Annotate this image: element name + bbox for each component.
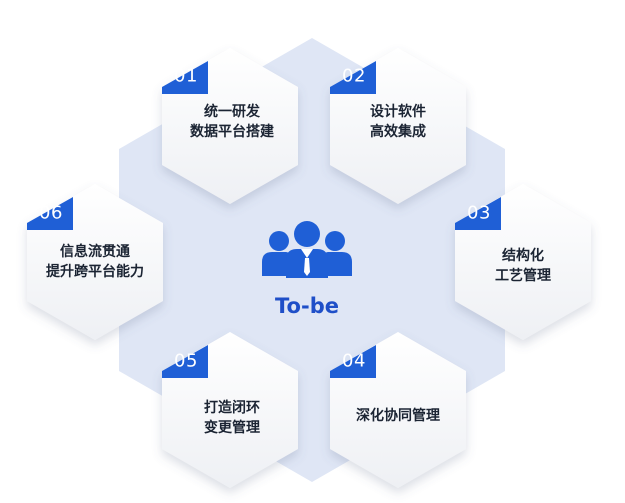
number-badge-03: [455, 197, 501, 230]
item-number-01: 01: [174, 65, 198, 87]
center-title: To-be: [275, 294, 339, 318]
item-label-02-line-2: 高效集成: [370, 124, 426, 140]
item-label-02-line-1: 设计软件: [370, 104, 426, 120]
hex-card-05: [162, 332, 298, 488]
item-label-01-line-2: 数据平台搭建: [190, 124, 274, 140]
number-badge-06: [27, 197, 73, 230]
item-label-05: 打造闭环 变更管理: [204, 398, 260, 438]
item-number-06: 06: [39, 202, 63, 224]
item-number-05: 05: [174, 350, 198, 372]
item-label-05-line-2: 变更管理: [204, 420, 260, 436]
item-label-04-line-1: 深化协同管理: [356, 408, 440, 424]
item-label-06-line-2: 提升跨平台能力: [46, 264, 144, 280]
item-label-01-line-1: 统一研发: [204, 104, 260, 120]
hex-card-04: [330, 332, 466, 488]
item-label-05-line-1: 打造闭环: [204, 400, 260, 416]
team-people-icon: [262, 221, 352, 278]
item-label-03-line-1: 结构化: [502, 248, 544, 264]
number-badge-01: [162, 61, 208, 94]
item-number-04: 04: [342, 350, 366, 372]
item-label-03: 结构化 工艺管理: [495, 246, 551, 286]
hex-card-02: [330, 48, 466, 204]
hex-card-03: [455, 184, 591, 340]
number-badge-05: [162, 345, 208, 378]
item-number-03: 03: [467, 202, 491, 224]
item-label-06: 信息流贯通 提升跨平台能力: [46, 242, 144, 282]
hex-card-01: [162, 48, 298, 204]
item-label-03-line-2: 工艺管理: [495, 268, 551, 284]
number-badge-02: [330, 61, 376, 94]
hex-card-06: [27, 184, 163, 340]
item-label-04: 深化协同管理: [356, 406, 440, 426]
item-label-01: 统一研发 数据平台搭建: [190, 102, 274, 142]
item-label-06-line-1: 信息流贯通: [60, 244, 130, 260]
number-badge-04: [330, 345, 376, 378]
item-number-02: 02: [342, 65, 366, 87]
item-label-02: 设计软件 高效集成: [370, 102, 426, 142]
